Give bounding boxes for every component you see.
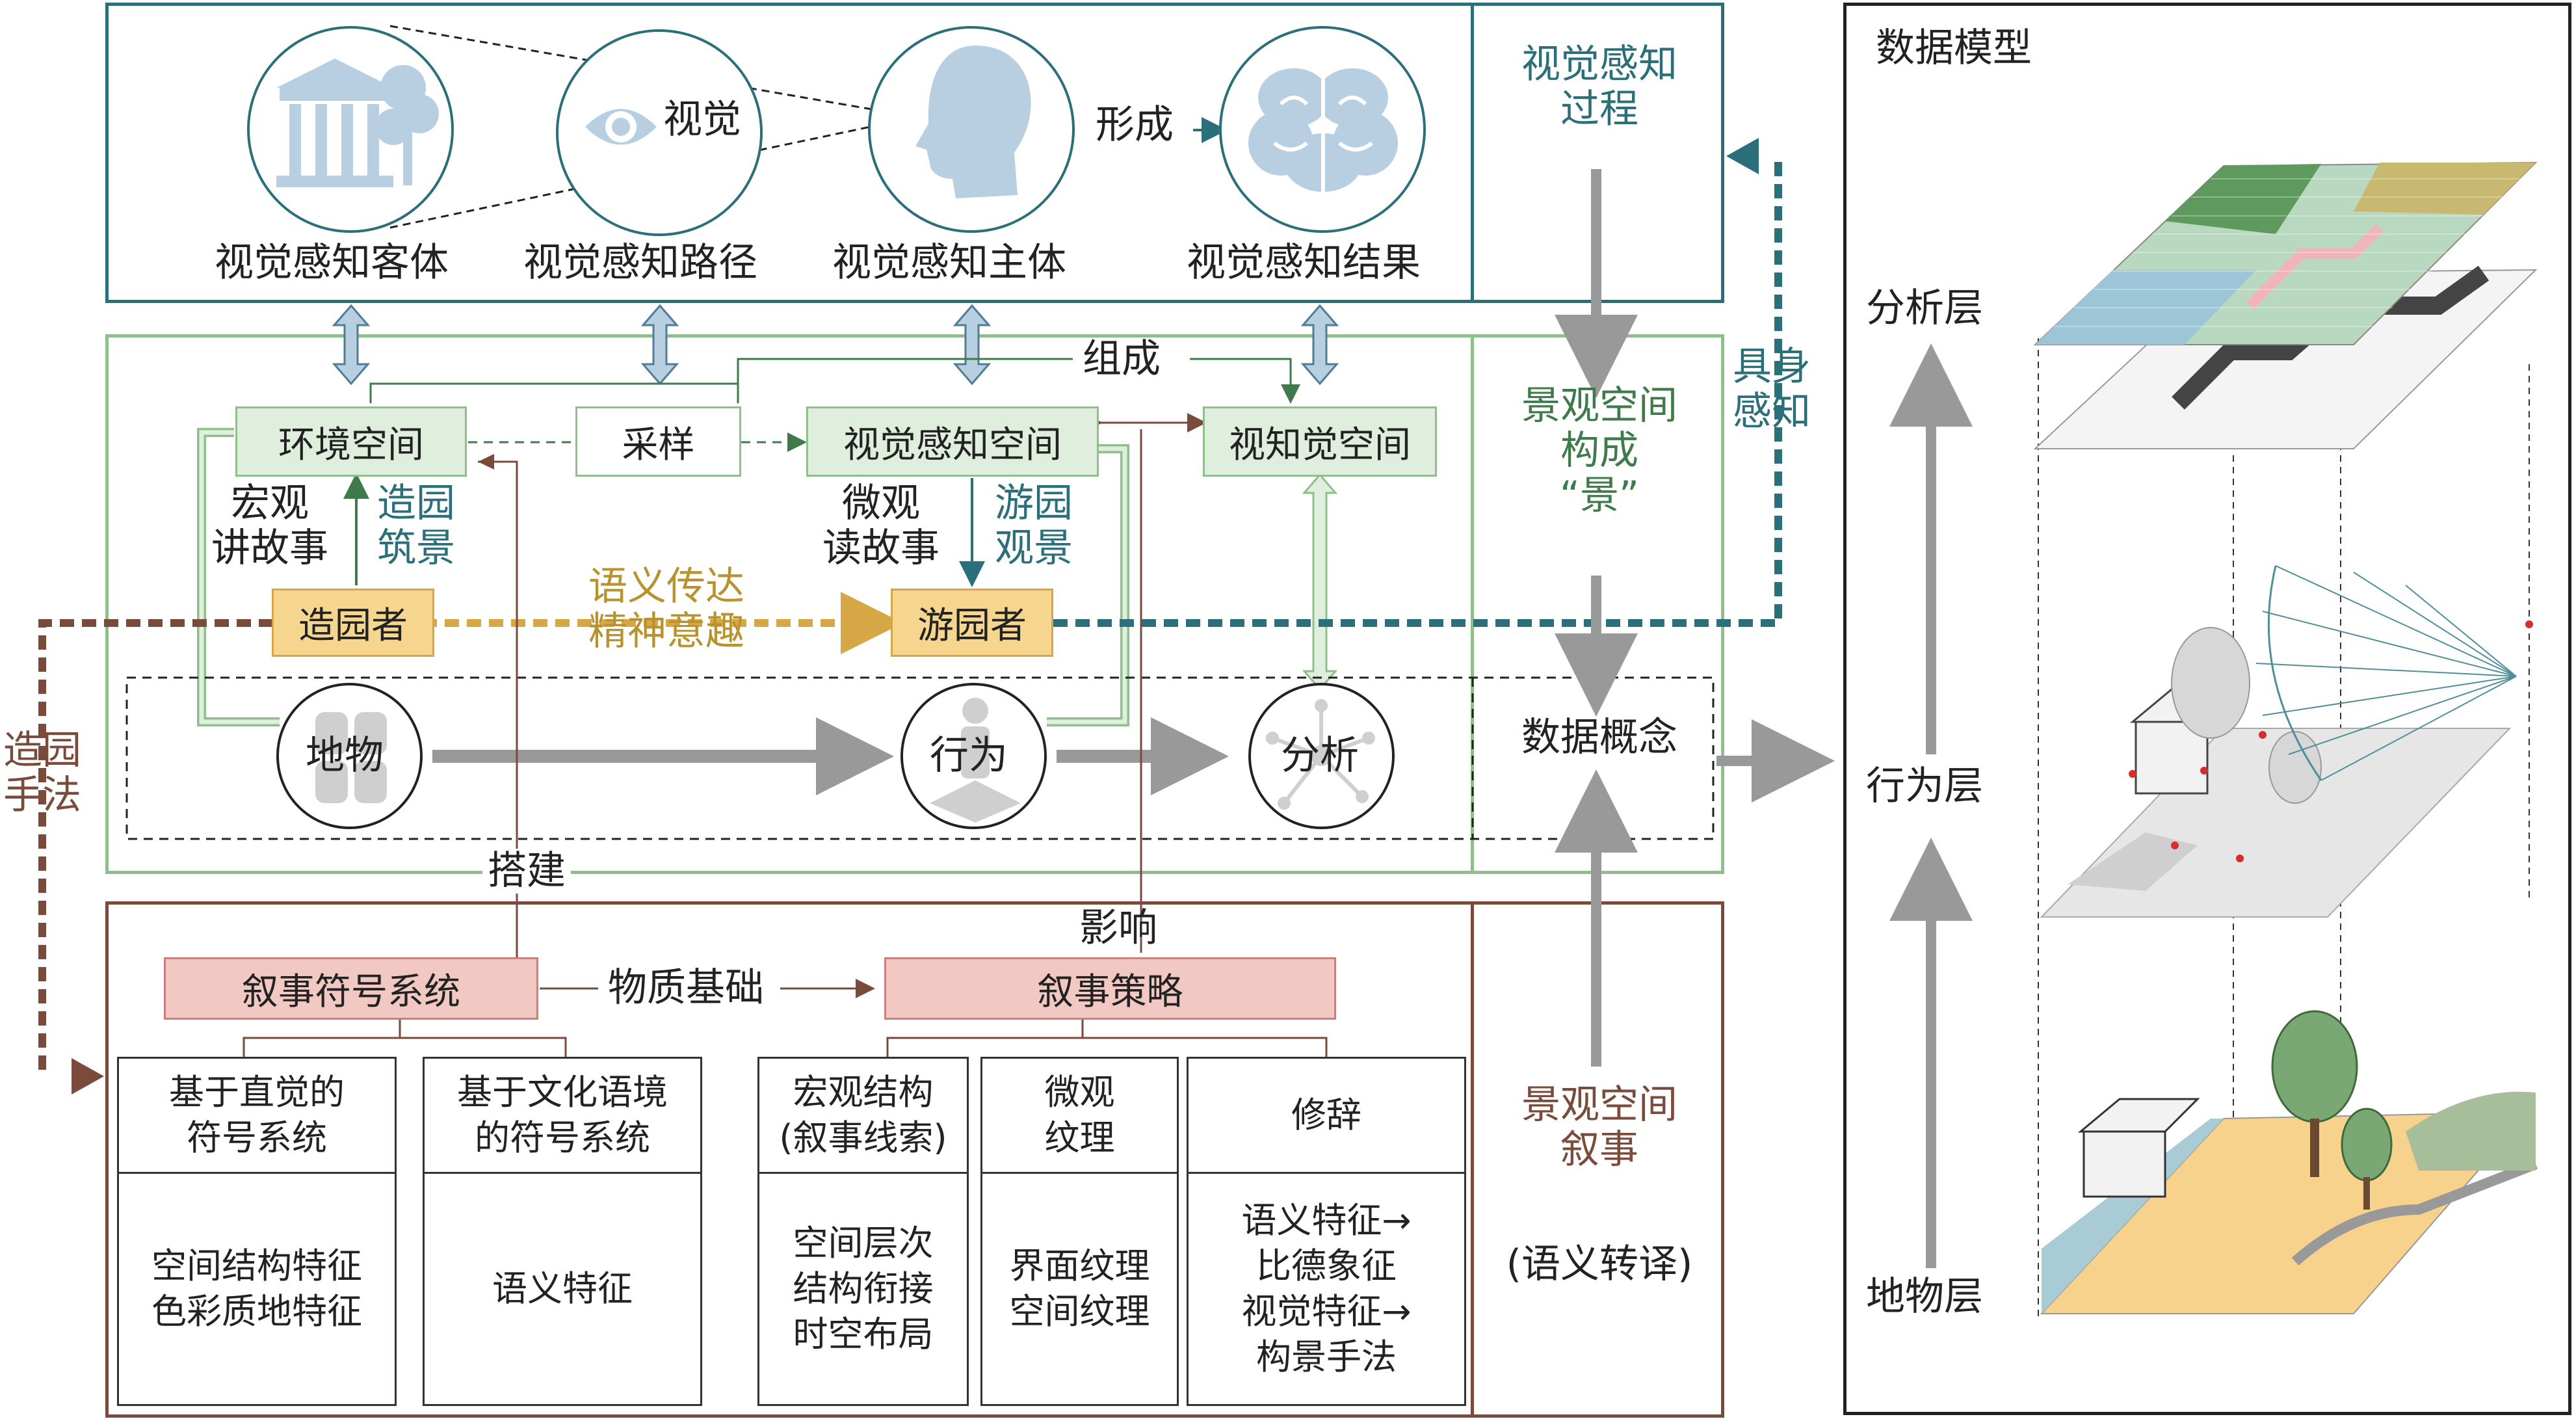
garden-build-label: 造园 筑景 [377,481,455,571]
micro-label: 微观 读故事 [822,481,940,571]
analysis-label: 分析 [1281,733,1359,778]
header-micro: 微观 纹理 [980,1057,1179,1174]
behavior-scene [2040,565,2533,918]
narrative-strategy-box: 叙事策略 [884,957,1336,1020]
landscape-narrative-title: 景观空间 叙事 [1521,1082,1677,1173]
bottom-panel-frame [105,901,1724,1418]
narrative-system-box: 叙事符号系统 [164,957,538,1020]
content-intuitive: 空间结构特征 色彩质地特征 [117,1172,397,1406]
behavior-label: 行为 [930,733,1008,778]
eye-label: 视觉 [663,97,741,142]
compose-label: 组成 [1083,336,1161,382]
embodied-label: 具身 感知 [1733,344,1811,434]
behavior-layer-label: 行为层 [1866,763,1983,809]
analysis-grid-upper [2033,161,2538,345]
header-rhetoric: 修辞 [1187,1057,1466,1174]
middle-panel-frame [105,334,1724,874]
landscape-composition-title: 景观空间 构成 “景” [1521,383,1677,518]
feature-layer-label: 地物层 [1866,1274,1983,1320]
perception-result-label: 视觉感知结果 [1187,240,1421,285]
content-cultural: 语义特征 [423,1172,702,1406]
semantic-translation-label: (语义转译) [1506,1241,1693,1287]
content-micro: 界面纹理 空间纹理 [980,1172,1179,1406]
top-panel-frame [105,3,1724,303]
compose-lines [369,358,1300,404]
visual-space-box: 视觉感知空间 [806,406,1099,477]
semantic-label: 语义传达 精神意趣 [588,564,744,654]
header-macro: 宏观结构 (叙事线索) [757,1057,969,1174]
middle-panel-divider [1471,334,1474,874]
sampling-box: 采样 [575,406,741,477]
macro-label: 宏观 讲故事 [211,481,328,571]
perception-path-label: 视觉感知路径 [523,240,757,285]
feature-circle [276,683,423,829]
right-panel-frame [1843,3,2571,1415]
pavilion-tree-icon [276,59,439,187]
material-basis-label: 物质基础 [608,965,764,1011]
path-circle [556,29,763,236]
head-icon [915,46,1031,198]
content-macro: 空间层次 结构衔接 时空布局 [757,1172,969,1406]
influence-label: 影响 [1079,905,1157,951]
analysis-layer-label: 分析层 [1866,285,1983,331]
header-intuitive: 基于直觉的 符号系统 [117,1057,397,1174]
network-icon [1266,699,1375,810]
header-cultural: 基于文化语境 的符号系统 [423,1057,702,1174]
perceptual-space-box: 视知觉空间 [1203,406,1437,477]
build-label: 搭建 [482,849,571,894]
person-icon [930,698,1021,823]
feature-icon [315,712,387,803]
top-panel-divider [1471,3,1474,303]
perception-subject-label: 视觉感知主体 [832,240,1066,285]
data-model-illustration [2033,161,2538,1314]
data-concept-label: 数据概念 [1521,715,1677,760]
form-label: 形成 [1096,102,1174,148]
content-rhetoric: 语义特征→ 比德象征 视觉特征→ 构景手法 [1187,1172,1466,1406]
bottom-panel-divider [1471,901,1474,1418]
data-model-title: 数据模型 [1876,25,2032,71]
designer-box: 造园者 [272,589,434,657]
perception-process-title: 视觉感知 过程 [1521,42,1677,132]
eye-icon [585,109,657,145]
feature-label: 地物 [306,733,384,778]
garden-view-label: 游园 观景 [995,481,1073,571]
feature-scene [2040,1010,2538,1314]
perception-object-label: 视觉感知客体 [215,240,449,285]
brain-icon [1248,68,1398,192]
left-method-label: 造园 手法 [3,728,81,818]
visitor-box: 游园者 [891,589,1053,657]
double-arrows [332,304,1339,386]
env-space-box: 环境空间 [235,406,467,477]
